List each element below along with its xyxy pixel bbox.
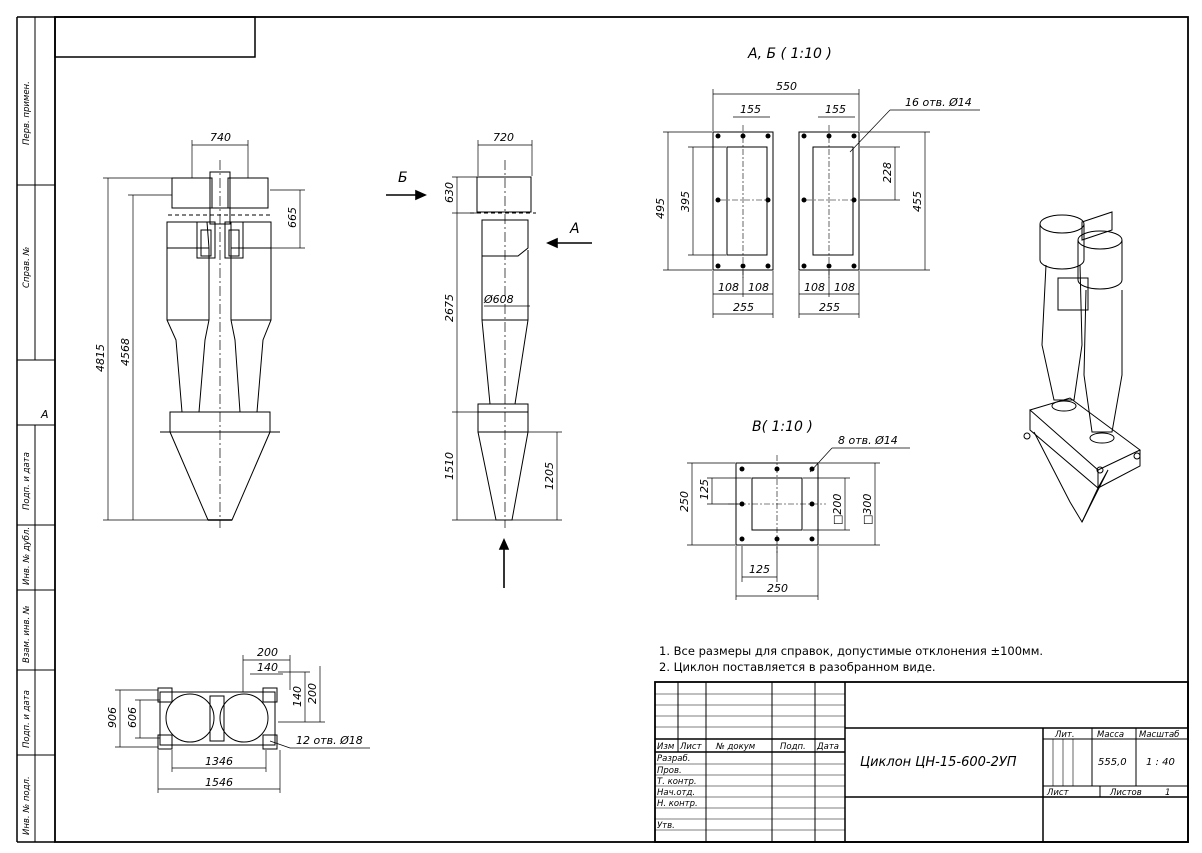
side-label-5: Взам. инв. № [22,605,32,663]
sheets-value: 1 [1165,788,1170,798]
scale-label: Масштаб [1139,730,1179,740]
note-1: 1. Все размеры для справок, допустимые о… [659,644,1043,658]
lit-label: Лит. [1054,730,1075,740]
side-label-4: Инв. № дубл. [22,527,32,585]
dim-140-right: 140 [291,686,304,707]
dim-140-top: 140 [257,661,278,674]
dim-255-right: 255 [819,301,840,314]
sheets-label: Листов [1109,788,1142,798]
dim-740: 740 [210,131,231,144]
dim-495: 495 [654,198,667,219]
dim-4568: 4568 [119,338,132,366]
dim-550: 550 [776,80,797,93]
side-label-2: Справ. № [22,246,32,288]
flange-views [712,125,860,278]
arrow-b-label: Б [398,170,408,186]
dim-1205: 1205 [543,462,556,490]
side-label-3: Подп. и дата [22,452,32,510]
dim-1546: 1546 [205,776,233,789]
role-checker: Пров. [657,766,682,776]
side-mark: А [40,408,49,421]
role-approved: Утв. [657,821,675,831]
dim-395: 395 [679,191,692,212]
note-2: 2. Циклон поставляется в разобранном вид… [659,660,936,674]
dim-255-left: 255 [733,301,754,314]
left-margin-strip [16,16,55,843]
dim-228: 228 [881,162,894,183]
top-left-stamp [54,16,256,58]
dim-d608: Ø608 [483,293,514,306]
sheet-label: Лист [1046,788,1070,798]
front-view-dimensions [103,140,305,521]
dim-906: 906 [106,707,119,728]
dim-720: 720 [493,131,514,144]
role-norm-control: Н. контр. [657,799,698,809]
dim-4815: 4815 [94,344,107,372]
view-ab-title: А, Б ( 1:10 ) [747,46,832,62]
title-block-text: Изм Лист № докум Подп. Дата Разраб. Пров… [657,730,1179,831]
notes: 1. Все размеры для справок, допустимые о… [659,644,1043,674]
dim-sq300: □300 [861,494,874,525]
col-header-doc: № докум [715,742,756,752]
side-label-7: Инв. № подл. [22,776,32,835]
dim-155-left: 155 [740,103,761,116]
dim-155-right: 155 [825,103,846,116]
scale-value: 1 : 40 [1146,757,1175,768]
dim-108-1: 108 [718,281,739,294]
label-16-holes: 16 отв. Ø14 [905,96,972,109]
label-8-holes: 8 отв. Ø14 [838,434,898,447]
col-header-izm: Изм [657,742,675,752]
plan-dimensions [115,655,370,793]
front-view-cyclones [160,160,280,528]
flange-v-view [728,455,826,553]
col-header-sign: Подп. [780,742,806,752]
dim-630: 630 [443,182,456,203]
dim-606: 606 [126,707,139,728]
side-label-1: Перв. примен. [22,81,32,145]
mass-value: 555,0 [1098,757,1127,768]
side-view-dimensions [452,140,562,521]
arrow-a-label: А [569,221,580,237]
plan-view [157,687,278,750]
isometric-view [1023,211,1141,524]
dim-1346: 1346 [205,755,233,768]
dim-108-3: 108 [804,281,825,294]
direction-arrows [386,189,592,588]
view-v-title: В( 1:10 ) [752,419,813,435]
front-dim-labels: 740 665 4815 4568 [94,131,299,372]
label-12-holes: 12 отв. Ø18 [296,734,363,747]
title-block [654,681,1189,843]
side-view-cyclone [470,160,536,528]
dim-250-horz: 250 [767,582,788,595]
side-label-6: Подп. и дата [22,690,32,748]
dim-sq200: □200 [831,494,844,525]
role-developer: Разраб. [657,754,690,764]
dim-665: 665 [286,207,299,228]
col-header-date: Дата [816,742,839,752]
dim-2675: 2675 [443,294,456,322]
flange-dim-labels: 550 155 155 16 отв. Ø14 495 395 228 455 … [654,80,972,314]
side-labels: Перв. примен. Справ. № Подп. и дата Инв.… [22,81,49,835]
role-tech-control: Т. контр. [657,777,697,787]
dim-125-horz: 125 [749,563,770,576]
dim-455: 455 [911,191,924,212]
plan-dim-labels: 200 140 140 200 906 606 12 отв. Ø18 1346… [106,646,363,789]
side-dim-labels: 720 630 2675 Ø608 1510 1205 [443,131,556,490]
dim-108-4: 108 [834,281,855,294]
drawing-frame [54,16,1189,843]
designation: Циклон ЦН-15-600-2УП [860,755,1017,770]
dim-200-right: 200 [306,683,319,704]
mass-label: Масса [1097,730,1124,740]
dim-108-2: 108 [748,281,769,294]
role-dept-head: Нач.отд. [657,788,695,798]
dim-125-vert: 125 [698,479,711,500]
col-header-list: Лист [679,742,703,752]
flange-dimensions [663,89,980,318]
dim-1510: 1510 [443,452,456,480]
dim-200-top: 200 [257,646,278,659]
flange-v-dimensions [687,447,910,600]
v-dim-labels: 8 отв. Ø14 250 125 □200 □300 125 250 [678,434,898,595]
dim-250-vert: 250 [678,491,691,512]
